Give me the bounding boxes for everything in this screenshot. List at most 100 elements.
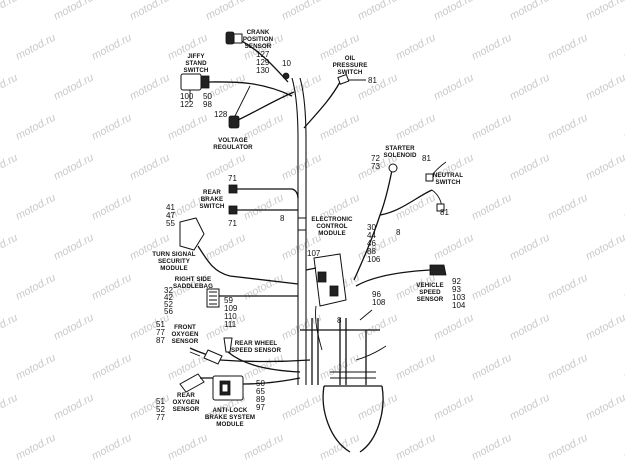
- watermark-text: motod.ru: [394, 432, 438, 463]
- watermark-text: motod.ru: [356, 72, 400, 103]
- turn-signal-security-module-part: [179, 217, 299, 285]
- callout-93: 93: [452, 285, 461, 294]
- callout-50-abs: 50: [256, 379, 265, 388]
- watermark-text: motod.ru: [280, 0, 324, 23]
- saddlebag-label-2: SADDLEBAG: [173, 283, 213, 290]
- vss-label-1: VEHICLE: [416, 282, 444, 289]
- regulator-label-1: VOLTAGE: [218, 137, 248, 144]
- crank-label-2: POSITION: [243, 36, 274, 43]
- jiffy-label-1: JIFFY: [187, 53, 205, 60]
- callout-52-rear: 52: [156, 405, 165, 414]
- watermark-text: motod.ru: [52, 232, 96, 263]
- watermark-text: motod.ru: [546, 272, 590, 303]
- front-o2-label-1: FRONT: [174, 324, 196, 331]
- callout-8-brake: 8: [280, 214, 285, 223]
- saddlebag-connector-part: [206, 288, 298, 308]
- callout-128: 128: [214, 110, 228, 119]
- callout-81-neutral-top: 81: [422, 154, 431, 163]
- callout-111: 111: [224, 320, 237, 329]
- leader-lines: [189, 79, 366, 357]
- callout-81-oil: 81: [368, 76, 377, 85]
- callout-104: 104: [452, 301, 466, 310]
- voltage-regulator-part: [228, 85, 295, 129]
- watermark-text: motod.ru: [204, 152, 248, 183]
- regulator-label-2: REGULATOR: [213, 144, 253, 151]
- turn-label-3: MODULE: [160, 265, 187, 272]
- callout-88: 88: [367, 247, 376, 256]
- watermark-text: motod.ru: [128, 392, 172, 423]
- watermark-text: motod.ru: [470, 112, 514, 143]
- starter-label-2: SOLENOID: [383, 152, 417, 159]
- watermark-text: motod.ru: [90, 352, 134, 383]
- callout-98: 98: [203, 100, 212, 109]
- callout-107: 107: [307, 249, 321, 258]
- callout-52-saddle: 52: [164, 300, 173, 309]
- callout-8-ecm: 8: [396, 228, 401, 237]
- abs-label-2: BRAKE SYSTEM: [205, 414, 255, 421]
- callout-109: 109: [224, 304, 238, 313]
- saddlebag-label-1: RIGHT SIDE: [175, 276, 211, 283]
- crank-label-1: CRANK: [247, 29, 270, 36]
- watermark-text: motod.ru: [318, 112, 362, 143]
- rear-oxygen-sensor-part: [179, 373, 218, 393]
- watermark-text: motod.ru: [90, 112, 134, 143]
- rear-wheel-speed-sensor-part: [223, 337, 301, 373]
- jiffy-stand-switch-part: [180, 73, 293, 102]
- watermark-text: motod.ru: [584, 72, 625, 103]
- callout-73: 73: [371, 162, 380, 171]
- callout-127: 127: [256, 50, 270, 59]
- callout-55: 55: [166, 219, 175, 228]
- watermark-text: motod.ru: [90, 432, 134, 463]
- callout-110: 110: [224, 312, 237, 321]
- watermark-text: motod.ru: [432, 312, 476, 343]
- callout-71-bottom: 71: [228, 219, 237, 228]
- watermark-text: motod.ru: [166, 432, 210, 463]
- watermark-text: motod.ru: [14, 272, 58, 303]
- watermark-text: motod.ru: [0, 392, 20, 423]
- watermark-text: motod.ru: [0, 0, 20, 23]
- watermark-text: motod.ru: [394, 192, 438, 223]
- callout-122: 122: [180, 100, 194, 109]
- watermark-text: motod.ru: [128, 312, 172, 343]
- callout-51-rear: 51: [156, 397, 165, 406]
- callout-77-front: 77: [156, 328, 165, 337]
- abs-label-1: ANTI-LOCK: [213, 407, 248, 414]
- front-oxygen-sensor-part: [189, 347, 311, 365]
- oil-label-3: SWITCH: [337, 69, 362, 76]
- callout-8-mid: 8: [337, 316, 342, 325]
- callout-71-top: 71: [228, 174, 237, 183]
- watermark-text: motod.ru: [0, 152, 20, 183]
- jiffy-label-2: STAND: [185, 60, 207, 67]
- ecm-label-3: MODULE: [318, 230, 345, 237]
- front-o2-label-2: OXYGEN: [171, 331, 199, 338]
- callout-129: 129: [256, 58, 270, 67]
- crank-position-sensor-part: [225, 31, 290, 83]
- vss-label-3: SENSOR: [417, 296, 444, 303]
- watermark-layer: motod.ru motod.ru motod.ru motod.ru motod.ru…: [0, 0, 625, 463]
- watermark-text: motod.ru: [470, 432, 514, 463]
- neutral-label-1: NEUTRAL: [433, 172, 463, 179]
- callout-100: 100: [180, 92, 194, 101]
- rwss-label-1: REAR WHEEL: [235, 340, 278, 347]
- watermark-text: motod.ru: [508, 392, 552, 423]
- callout-87: 87: [156, 336, 165, 345]
- callout-47: 47: [166, 211, 175, 220]
- watermark-text: motod.ru: [584, 392, 625, 423]
- watermark-text: motod.ru: [0, 312, 20, 343]
- callout-51-front: 51: [156, 320, 165, 329]
- watermark-text: motod.ru: [52, 72, 96, 103]
- watermark-text: motod.ru: [546, 352, 590, 383]
- watermark-text: motod.ru: [470, 192, 514, 223]
- watermark-text: motod.ru: [508, 0, 552, 23]
- watermark-text: motod.ru: [508, 312, 552, 343]
- vss-label-2: SPEED: [419, 289, 441, 296]
- starter-solenoid-part: [353, 161, 447, 281]
- watermark-text: motod.ru: [508, 232, 552, 263]
- starter-label-1: STARTER: [385, 145, 415, 152]
- callout-108: 108: [372, 298, 386, 307]
- callout-130: 130: [256, 66, 270, 75]
- watermark-text: motod.ru: [90, 272, 134, 303]
- brake-label-3: SWITCH: [199, 203, 224, 210]
- watermark-text: motod.ru: [432, 72, 476, 103]
